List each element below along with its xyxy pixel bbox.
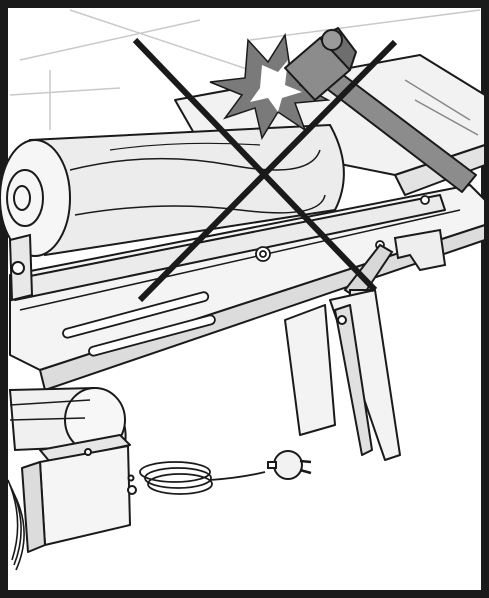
log-pusher <box>10 235 32 300</box>
